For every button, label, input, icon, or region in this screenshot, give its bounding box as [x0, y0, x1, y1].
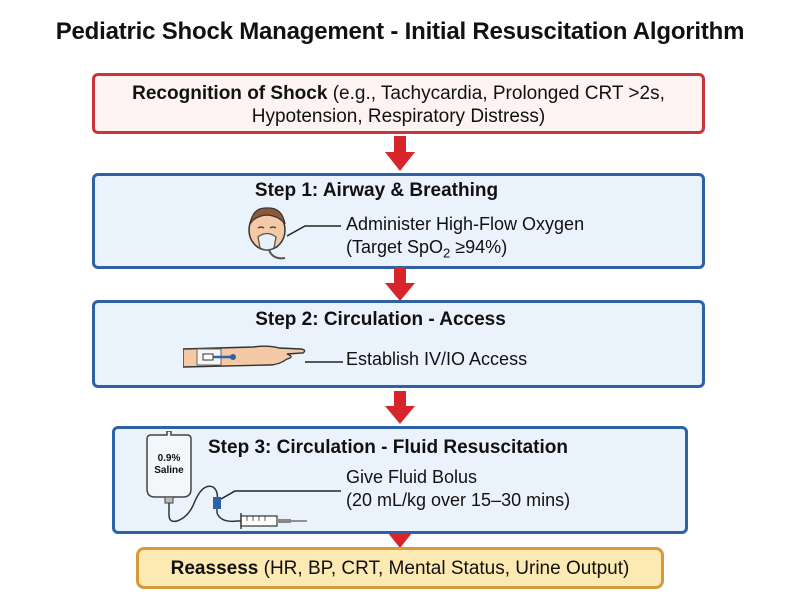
step3-description: Give Fluid Bolus (20 mL/kg over 15–30 mi…	[346, 466, 570, 512]
step1-line2-sub: 2	[443, 245, 451, 261]
step2-line1: Establish IV/IO Access	[346, 349, 528, 369]
recognition-box: Recognition of Shock (e.g., Tachycardia,…	[92, 73, 705, 134]
reassess-detail: (HR, BP, CRT, Mental Status, Urine Outpu…	[258, 558, 630, 579]
page-title: Pediatric Shock Management - Initial Res…	[55, 18, 745, 45]
step3-box: Step 3: Circulation - Fluid Resuscitatio…	[112, 426, 688, 534]
step2-description: Establish IV/IO Access	[346, 348, 527, 371]
step1-line2-pre: (Target SpO	[346, 237, 444, 257]
arrow-down-icon	[385, 136, 415, 171]
arrow-down-icon	[385, 268, 415, 301]
step2-box: Step 2: Circulation - Access Establish I…	[92, 300, 705, 388]
step3-line2: (20 mL/kg over 15–30 mins)	[346, 490, 571, 510]
oxygen-mask-face-icon	[248, 207, 341, 260]
step2-title: Step 2: Circulation - Access	[255, 309, 506, 330]
saline-bag-syringe-icon: 0.9% Saline	[146, 431, 341, 529]
iv-arm-icon	[183, 345, 343, 368]
step1-description: Administer High-Flow Oxygen (Target SpO2…	[346, 213, 584, 265]
step3-title: Step 3: Circulation - Fluid Resuscitatio…	[208, 437, 568, 458]
arrow-down-icon	[388, 533, 412, 548]
step3-line1: Give Fluid Bolus	[346, 467, 478, 487]
step1-title: Step 1: Airway & Breathing	[254, 180, 499, 201]
recognition-detail-line2: Hypotension, Respiratory Distress)	[251, 106, 546, 127]
saline-bag-label-1: 0.9%	[158, 453, 181, 464]
reassess-text: Reassess (HR, BP, CRT, Mental Status, Ur…	[139, 558, 661, 580]
reassess-lead: Reassess	[170, 558, 259, 579]
step1-box: Step 1: Airway & Breathing Administer Hi…	[92, 173, 705, 269]
step1-line2-post: ≥94%)	[450, 237, 508, 257]
recognition-lead: Recognition of Shock	[132, 83, 328, 104]
reassess-box: Reassess (HR, BP, CRT, Mental Status, Ur…	[136, 547, 664, 589]
recognition-detail-line1: (e.g., Tachycardia, Prolonged CRT >2s,	[327, 83, 665, 104]
saline-bag-label-2: Saline	[154, 465, 184, 476]
recognition-text: Recognition of Shock (e.g., Tachycardia,…	[95, 82, 702, 128]
arrow-down-icon	[385, 391, 415, 424]
step1-line1: Administer High-Flow Oxygen	[346, 214, 585, 234]
